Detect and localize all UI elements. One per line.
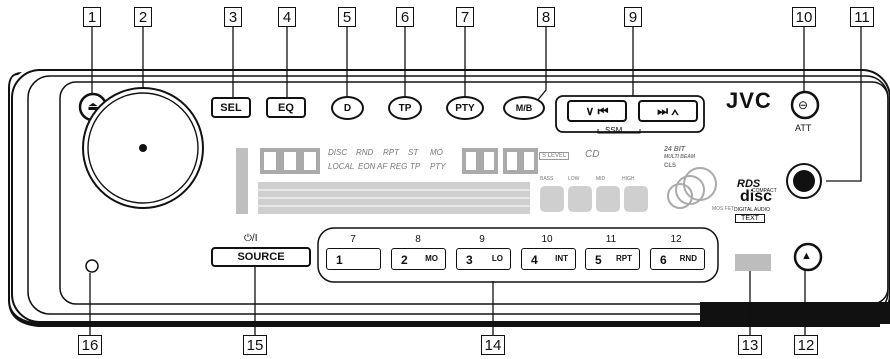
display-bass: BASS <box>540 176 554 182</box>
leader-lines <box>89 27 862 335</box>
display-af: AF <box>377 162 388 171</box>
callout-5: 5 <box>338 7 356 27</box>
preset-button-1[interactable]: 1 <box>326 248 381 270</box>
tp-button[interactable]: TP <box>388 96 422 120</box>
display-level: S LEVEL <box>539 152 570 160</box>
preset-group-frame <box>317 227 719 283</box>
ssm-label: SSM <box>605 126 623 135</box>
display-mo: MO <box>430 148 443 157</box>
display-disc: DISC <box>328 148 348 157</box>
display-tp: TP <box>410 162 421 171</box>
preset-number: 3 <box>466 253 473 267</box>
preset-button-6[interactable]: 6 RND <box>650 248 705 270</box>
chevron-down-icon: ∨ ⏮ <box>585 103 609 118</box>
preset-number: 4 <box>531 253 538 267</box>
preset-button-5[interactable]: 5 RPT <box>585 248 640 270</box>
preset-button-2[interactable]: 2 MO <box>391 248 446 270</box>
preset-2-top: 8 <box>415 234 421 245</box>
att-icon[interactable]: ⊖ <box>798 98 809 112</box>
display-sub2: MOS FET <box>712 206 735 212</box>
display-rnd: RND <box>356 148 374 157</box>
bottom-shadow <box>700 302 890 324</box>
release-icon[interactable]: ▲ <box>801 250 812 262</box>
rds-logo: RDS <box>737 178 761 190</box>
seek-down-button[interactable]: ∨ ⏮ <box>567 100 627 122</box>
display-bit-sub: MULTI BEAM <box>664 154 696 160</box>
preset-4-top: 10 <box>541 234 553 245</box>
callout-8: 8 <box>537 7 555 27</box>
att-label: ATT <box>795 123 812 133</box>
display-bit: 24 BIT <box>664 146 686 153</box>
callout-3: 3 <box>224 7 242 27</box>
preset-label: LO <box>491 254 503 263</box>
eq-button[interactable]: EQ <box>266 97 306 118</box>
power-icon: ⏻/I <box>244 233 258 244</box>
source-button[interactable]: SOURCE <box>211 247 311 267</box>
preset-button-3[interactable]: 3 LO <box>456 248 511 270</box>
segment-digits <box>260 148 538 174</box>
digital-audio-label: DIGITAL AUDIO <box>734 207 770 213</box>
ssm-bracket <box>597 129 641 134</box>
display-cd: CD <box>585 149 600 160</box>
preset-label: MO <box>425 254 438 263</box>
display-mid: MID <box>596 176 606 182</box>
release-button <box>793 242 823 272</box>
mb-button[interactable]: M/B <box>503 96 545 120</box>
callout-12: 12 <box>794 335 818 355</box>
preset-label: RND <box>679 254 697 263</box>
brand-logo: JVC <box>726 88 772 113</box>
callout-15: 15 <box>243 335 267 355</box>
callout-4: 4 <box>278 7 296 27</box>
ssm-group-frame <box>555 95 705 133</box>
callout-16: 16 <box>78 335 102 355</box>
eq-blocks <box>540 186 648 212</box>
display-sub1: CLS <box>664 163 676 169</box>
callout-1: 1 <box>83 7 101 27</box>
text-logo: TEXT <box>735 214 765 223</box>
callout-9: 9 <box>624 7 642 27</box>
preset-button-4[interactable]: 4 INT <box>521 248 576 270</box>
callout-7: 7 <box>456 7 474 27</box>
callout-6: 6 <box>396 7 414 27</box>
preset-1-top: 7 <box>350 234 356 245</box>
display-reg: REG <box>390 162 408 171</box>
sel-button[interactable]: SEL <box>211 97 251 118</box>
display-st: ST <box>408 148 419 157</box>
display-eon: EON <box>358 162 376 171</box>
preset-number: 1 <box>336 253 343 267</box>
preset-5-top: 11 <box>605 234 617 245</box>
display-pty: PTY <box>430 162 446 171</box>
disc-swirl <box>667 167 717 209</box>
att-button <box>790 90 820 120</box>
callout-11: 11 <box>850 7 874 27</box>
dot-matrix-grid <box>258 189 530 207</box>
display-rpt: RPT <box>383 148 399 157</box>
reset-button <box>85 259 99 273</box>
display-low: LOW <box>568 176 580 182</box>
preset-number: 6 <box>660 253 667 267</box>
pty-button[interactable]: PTY <box>446 96 484 120</box>
preset-6-top: 12 <box>670 234 682 245</box>
preset-3-top: 9 <box>479 234 485 245</box>
eject-icon[interactable]: ⏏ <box>87 99 99 113</box>
aux-jack <box>793 170 815 192</box>
d-button[interactable]: D <box>331 96 364 120</box>
preset-label: INT <box>555 254 568 263</box>
chevron-up-icon: ⏭ ∧ <box>657 103 679 118</box>
display-bars <box>236 148 248 214</box>
preset-number: 2 <box>401 253 408 267</box>
callout-10: 10 <box>792 7 816 27</box>
compact-label: COMPACT <box>752 188 777 194</box>
remote-sensor <box>735 254 771 271</box>
preset-number: 5 <box>595 253 602 267</box>
callout-2: 2 <box>134 7 152 27</box>
seek-up-button[interactable]: ⏭ ∧ <box>638 100 698 122</box>
preset-label: RPT <box>616 254 632 263</box>
display-local: LOCAL <box>328 162 355 171</box>
callout-13: 13 <box>738 335 762 355</box>
disc-logo: disc <box>740 188 773 205</box>
display-high: HIGH <box>622 176 635 182</box>
faceplate-inner <box>59 81 889 305</box>
callout-14: 14 <box>481 335 505 355</box>
